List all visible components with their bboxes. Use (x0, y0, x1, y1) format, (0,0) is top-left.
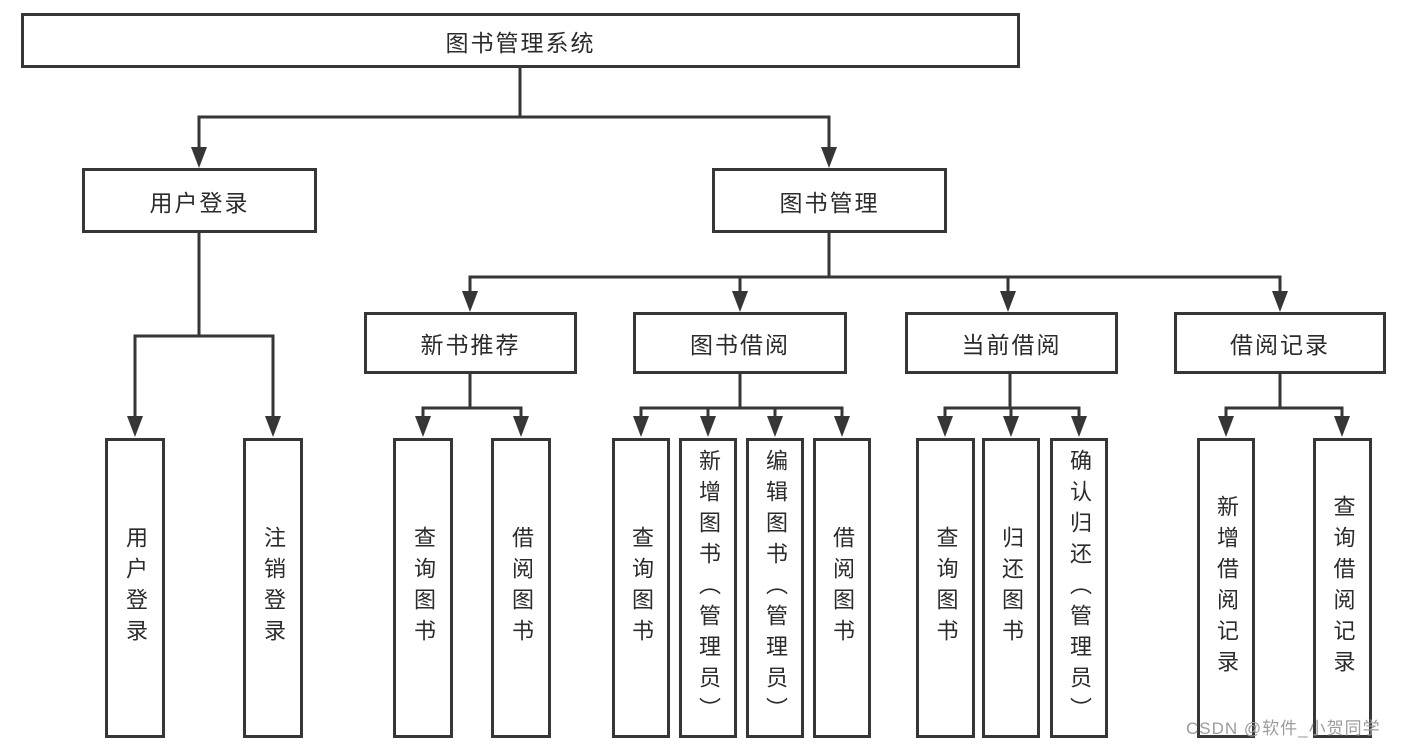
arrowhead (700, 416, 716, 437)
leaf-borrow-edit-books: 编辑图书（管理员） (746, 438, 804, 738)
node-book-borrow-label: 图书借阅 (690, 332, 790, 358)
leaf-records-query-record: 查询借阅记录 (1313, 438, 1372, 738)
node-new-book-recommend-label: 新书推荐 (420, 332, 521, 358)
connector-root-to-level1 (197, 65, 831, 149)
leaf-user-login: 用户登录 (105, 438, 165, 738)
leaf-borrow-borrow-books: 借阅图书 (813, 438, 871, 738)
leaf-records-add-record: 新增借阅记录 (1197, 438, 1255, 738)
arrowhead (513, 416, 529, 437)
arrowhead (462, 291, 478, 312)
arrowhead (1071, 416, 1087, 437)
leaf-borrow-query-books: 查询图书 (612, 438, 670, 738)
arrowhead (265, 416, 281, 437)
leaf-current-confirm-return-label: 确认归还（管理员） (1067, 448, 1092, 728)
node-current-borrow-label: 当前借阅 (961, 332, 1062, 358)
leaf-borrow-query-books-label: 查询图书 (629, 526, 654, 650)
node-root: 图书管理系统 (21, 13, 1020, 68)
arrowhead (732, 291, 748, 312)
arrowhead (834, 416, 850, 437)
arrowhead (633, 416, 649, 437)
leaf-logout-label: 注销登录 (261, 526, 286, 650)
connector-user-login-children (133, 231, 275, 418)
node-root-label: 图书管理系统 (445, 29, 596, 56)
leaf-borrow-edit-books-label: 编辑图书（管理员） (763, 448, 788, 728)
node-book-management: 图书管理 (712, 168, 947, 233)
leaf-recommend-borrow-books-label: 借阅图书 (509, 526, 534, 650)
connector-book-management-children (468, 231, 1282, 294)
arrowhead (1334, 416, 1350, 437)
node-user-login-label: 用户登录 (149, 189, 250, 216)
leaf-current-return-books: 归还图书 (982, 438, 1040, 738)
leaf-records-query-record-label: 查询借阅记录 (1330, 495, 1356, 681)
connector-book-borrow-children (639, 371, 844, 418)
leaf-records-add-record-label: 新增借阅记录 (1214, 495, 1239, 681)
leaf-current-query-books-label: 查询图书 (933, 526, 959, 650)
connector-current-borrow-children (943, 371, 1081, 418)
node-book-management-label: 图书管理 (779, 189, 880, 216)
arrowhead (821, 147, 837, 168)
leaf-recommend-query-books: 查询图书 (393, 438, 453, 738)
node-new-book-recommend: 新书推荐 (364, 312, 577, 374)
node-current-borrow: 当前借阅 (905, 312, 1118, 374)
arrowhead (1003, 416, 1019, 437)
node-borrow-records-label: 借阅记录 (1230, 332, 1330, 358)
leaf-borrow-borrow-books-label: 借阅图书 (830, 526, 855, 650)
leaf-borrow-add-books: 新增图书（管理员） (679, 438, 737, 738)
arrowhead (1272, 291, 1288, 312)
leaf-recommend-borrow-books: 借阅图书 (491, 438, 551, 738)
node-user-login: 用户登录 (82, 168, 317, 233)
arrowhead (191, 147, 207, 168)
connector-borrow-records-children (1224, 371, 1344, 418)
node-book-borrow: 图书借阅 (633, 312, 847, 374)
arrowhead (1000, 291, 1016, 312)
connector-new-book-recommend-children (421, 371, 523, 418)
arrowhead (1218, 416, 1234, 437)
node-borrow-records: 借阅记录 (1174, 312, 1386, 374)
watermark: CSDN @软件_小贺同学 (1186, 719, 1381, 738)
leaf-current-return-books-label: 归还图书 (999, 526, 1024, 650)
leaf-borrow-add-books-label: 新增图书（管理员） (696, 448, 721, 728)
arrowhead (415, 416, 431, 437)
leaf-current-confirm-return: 确认归还（管理员） (1050, 438, 1108, 738)
leaf-recommend-query-books-label: 查询图书 (411, 526, 436, 650)
leaf-logout: 注销登录 (243, 438, 303, 738)
arrowhead (937, 416, 953, 437)
arrowhead (767, 416, 783, 437)
arrowhead (127, 416, 143, 437)
leaf-current-query-books: 查询图书 (916, 438, 975, 738)
leaf-user-login-label: 用户登录 (123, 526, 148, 650)
